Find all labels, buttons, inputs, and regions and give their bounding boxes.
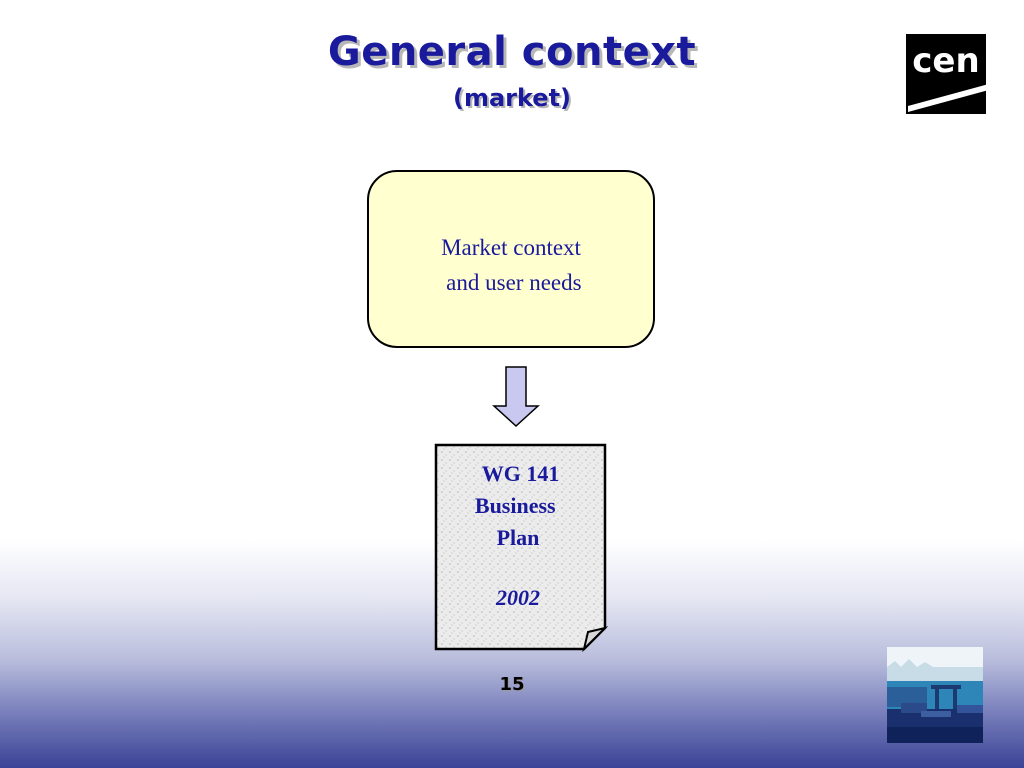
market-context-line2: and user needs (440, 270, 582, 295)
market-context-line1: Market context (441, 235, 581, 260)
doc-line-plan: Plan (496, 525, 540, 550)
slide-subtitle: (market) (452, 84, 572, 112)
business-plan-document-icon (434, 443, 609, 652)
doc-line-business: Business (474, 493, 562, 518)
down-arrow-icon (492, 366, 540, 428)
doc-year: 2002 (496, 585, 540, 610)
market-context-text: Market context and user needs (369, 230, 653, 300)
business-plan-text: WG 141 Business Plan 2002 (433, 458, 603, 614)
market-context-box: Market context and user needs (367, 170, 655, 348)
page-number: 15 (499, 674, 525, 695)
doc-line-wg: WG 141 (476, 461, 560, 486)
harbour-thumbnail-image (887, 647, 983, 743)
cen-logo-icon: cen (906, 34, 986, 114)
cen-logo-text: cen (912, 41, 979, 81)
slide-title: General context (327, 29, 697, 75)
